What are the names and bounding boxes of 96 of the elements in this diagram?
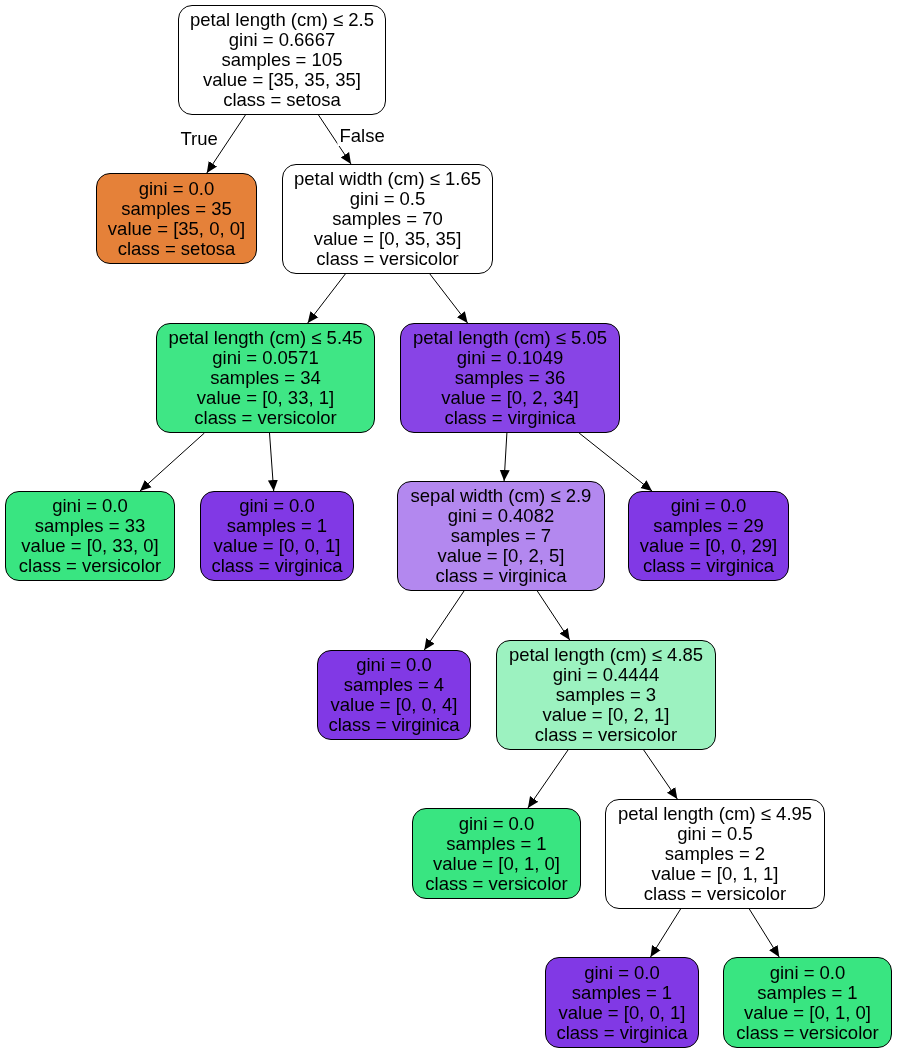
node-text: class = virginica [642,556,775,576]
node-text: gini = 0.0 [670,496,747,516]
node-text: class = virginica [211,556,343,576]
node-text: value = [0, 1, 0] [433,853,560,874]
node-text: gini = 0.0 [239,496,315,516]
node-text: value = [0, 0, 1] [213,536,341,556]
arrow [423,590,465,651]
node-text: gini = 0.0 [356,655,432,675]
node-text: samples = 4 [343,675,445,695]
node-text: samples = 33 [34,516,146,536]
tree-node [156,323,375,433]
arrow [206,114,246,174]
node-text: value = [0, 0, 29] [639,536,778,556]
node-text: class = versicolor [643,884,787,904]
node-text: gini = 0.0 [584,962,660,983]
tree-node [5,491,175,581]
arrow [643,749,678,800]
node-text: petal length (cm) ≤ 2.5 [190,10,374,30]
tree-node [628,491,789,581]
node-text: value = [0, 33, 1] [196,388,335,408]
tree-node [605,799,825,909]
node-text: samples = 1 [571,982,673,1003]
node-text: samples = 1 [446,833,547,854]
node-text: gini = 0.0571 [212,348,319,368]
node-text: class = versicolor [736,1022,879,1043]
node-text: samples = 35 [121,198,232,219]
node-text: class = versicolor [425,873,568,894]
node-text: samples = 1 [757,982,858,1003]
node-text: value = [35, 0, 0] [107,218,246,239]
arrow [650,908,682,958]
node-text: class = virginica [444,408,576,428]
arrow [139,432,205,492]
node-text: class = versicolor [316,249,459,269]
node-text: gini = 0.1049 [456,348,564,368]
node-text: value = [0, 33, 0] [21,536,159,556]
node-text: petal length (cm) ≤ 4.95 [617,804,813,824]
node-text: value = [35, 35, 35] [203,70,361,90]
node-text: samples = 7 [450,526,552,546]
node-text: gini = 0.0 [52,496,128,516]
node-text: gini = 0.6667 [228,30,336,50]
node-text: value = [0, 0, 4] [330,695,458,715]
node-text: sepal width (cm) ≤ 2.9 [410,486,592,506]
node-text: class = virginica [556,1022,688,1043]
node-text: value = [0, 1, 1] [651,864,779,884]
arrow [578,432,653,492]
node-text: samples = 1 [226,516,328,536]
node-text: gini = 0.5 [349,189,426,209]
node-text: value = [0, 1, 0] [744,1002,871,1023]
node-text: value = [0, 2, 5] [437,546,565,566]
node-text: class = virginica [435,566,567,586]
node-text: class = versicolor [18,556,162,576]
node-text: samples = 3 [555,685,657,705]
tree-node [178,5,386,115]
node-text: class = setosa [223,90,341,110]
node-text: gini = 0.4082 [447,506,555,526]
arrow [536,590,571,641]
node-text: class = setosa [117,238,236,259]
node-text: gini = 0.4444 [552,665,660,685]
tree-node [96,173,257,264]
node-text: petal length (cm) ≤ 5.45 [168,328,363,348]
node-text: class = versicolor [194,408,337,428]
node-text: gini = 0.0 [458,813,535,834]
arrow [267,432,278,492]
arrow [318,114,352,165]
node-text: samples = 2 [664,844,766,864]
node-text: value = [0, 2, 34] [441,388,579,408]
tree-node [282,164,493,274]
tree-node [496,640,716,750]
node-text: gini = 0.5 [677,824,753,844]
arrow [307,273,346,324]
node-text: value = [0, 35, 35] [313,229,462,249]
tree-node [200,491,354,581]
tree-node [723,957,892,1048]
node-text: samples = 34 [210,368,321,388]
node-text: petal width (cm) ≤ 1.65 [294,169,481,189]
node-text: samples = 105 [221,50,343,70]
node-text: petal length (cm) ≤ 4.85 [508,645,704,665]
node-text: petal length (cm) ≤ 5.05 [412,328,608,348]
node-text: value = [0, 2, 1] [542,705,670,725]
node-text: samples = 29 [653,516,764,536]
arrow [429,273,469,324]
tree-node [545,957,699,1048]
tree-node [412,808,581,899]
tree-node [400,323,620,433]
arrow [748,908,780,958]
tree-node [397,481,605,591]
node-text: samples = 36 [454,368,566,388]
node-text: class = versicolor [534,725,678,745]
tree-node [317,650,471,740]
node-text: class = virginica [328,715,460,735]
node-text: value = [0, 0, 1] [558,1002,686,1023]
node-text: gini = 0.0 [138,178,215,199]
node-text: gini = 0.0 [769,962,846,983]
arrow [527,749,569,809]
arrow [499,432,510,482]
node-text: samples = 70 [332,209,443,229]
